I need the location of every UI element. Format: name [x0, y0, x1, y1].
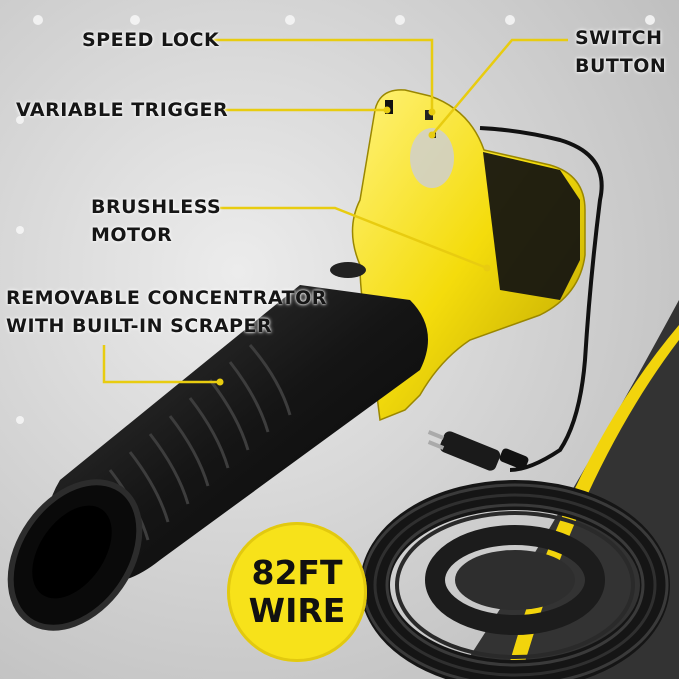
speed-lock-line: [212, 38, 434, 112]
badge-line-2: WIRE: [248, 591, 346, 630]
callout-lines: [102, 38, 568, 384]
plug: [427, 430, 529, 471]
concentrator-label: REMOVABLE CONCENTRATOR WITH BUILT-IN SCR…: [6, 287, 327, 337]
switch-button-line: [431, 38, 568, 136]
wire-coil: [360, 480, 670, 679]
speed-lock-label: SPEED LOCK: [82, 29, 220, 51]
handle-opening: [410, 128, 454, 188]
wire-length-badge: 82FT WIRE: [227, 522, 367, 662]
concentrator-tube: [7, 285, 429, 631]
callout-dots: [216, 106, 491, 386]
trigger: [385, 100, 393, 114]
coil-center: [455, 550, 575, 610]
plate-rivets: [16, 15, 655, 424]
yellow-stripe: [505, 325, 679, 679]
brushless-motor-line: [220, 206, 488, 270]
switch-button-label: SWITCH BUTTON: [575, 27, 667, 77]
power-cord: [479, 126, 604, 472]
concentrator-line: [102, 345, 220, 384]
variable-trigger-label: VARIABLE TRIGGER: [16, 99, 229, 121]
dark-floor: [455, 300, 679, 679]
motor-housing: [483, 152, 580, 300]
badge-line-1: 82FT: [251, 553, 343, 592]
brushless-motor-label: BRUSHLESS MOTOR: [91, 196, 222, 246]
release-clip: [330, 262, 366, 278]
speed-lock-button: [425, 110, 433, 120]
